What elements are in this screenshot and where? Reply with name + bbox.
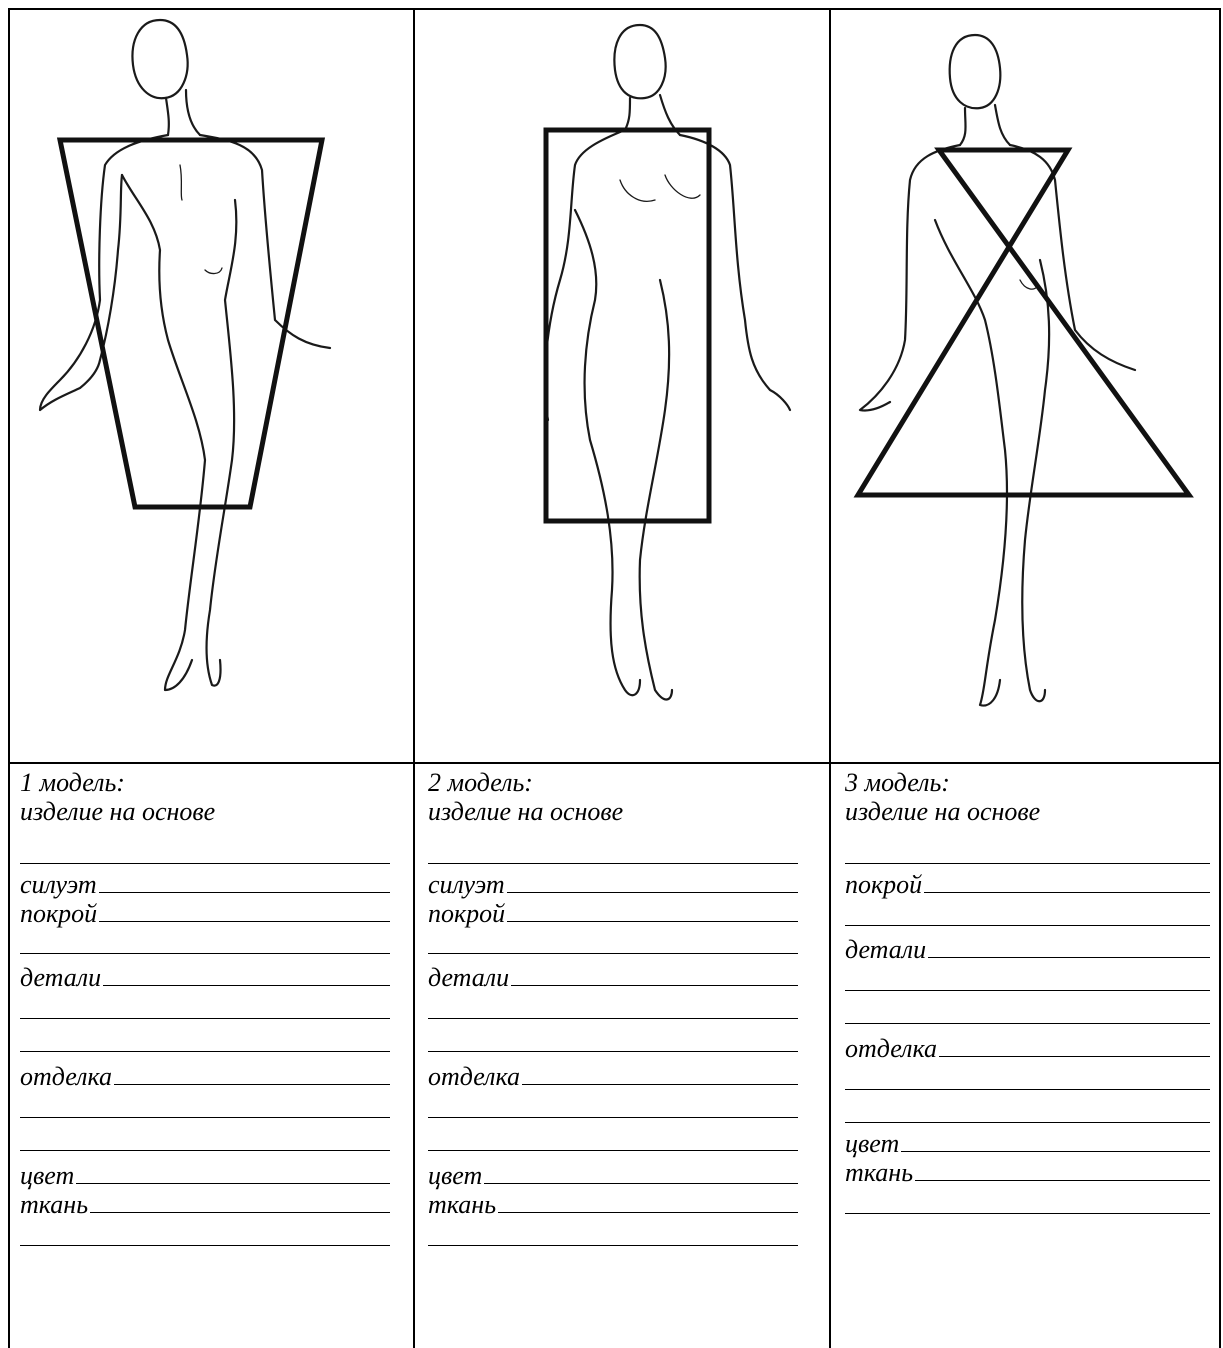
figure-1-illustration: [10, 10, 413, 762]
model-3-field[interactable]: [845, 826, 1210, 870]
model-2-field-color[interactable]: цвет: [428, 1157, 798, 1190]
model-2-card: 2 модель: изделие на основе силуэт покро…: [428, 768, 798, 1252]
model-2-subtitle: изделие на основе: [428, 797, 798, 826]
model-2-field[interactable]: [428, 1124, 798, 1157]
model-3-field[interactable]: [845, 964, 1210, 997]
model-1-title: 1 модель:: [20, 768, 390, 797]
model-2-field-finishing[interactable]: отделка: [428, 1058, 798, 1091]
silhouette-trapezoid-shape: [60, 140, 322, 507]
model-2-field[interactable]: [428, 1025, 798, 1058]
model-2-field[interactable]: [428, 826, 798, 870]
model-3-field[interactable]: [845, 997, 1210, 1030]
model-1-field-finishing[interactable]: отделка: [20, 1058, 390, 1091]
model-1-card: 1 модель: изделие на основе силуэт покро…: [20, 768, 390, 1252]
model-3-field-cut[interactable]: покрой: [845, 870, 1210, 899]
model-1-subtitle: изделие на основе: [20, 797, 390, 826]
model-3-card: 3 модель: изделие на основе покрой детал…: [845, 768, 1210, 1220]
model-3-subtitle: изделие на основе: [845, 797, 1210, 826]
model-1-field[interactable]: [20, 1025, 390, 1058]
model-1-field[interactable]: [20, 1219, 390, 1252]
fashion-figure-3: [860, 35, 1135, 706]
model-3-field-finishing[interactable]: отделка: [845, 1030, 1210, 1063]
model-3-field[interactable]: [845, 1063, 1210, 1096]
figure-3-illustration: [831, 10, 1219, 762]
model-2-field-fabric[interactable]: ткань: [428, 1190, 798, 1219]
model-3-title: 3 модель:: [845, 768, 1210, 797]
model-1-field-color[interactable]: цвет: [20, 1157, 390, 1190]
model-1-field-fabric[interactable]: ткань: [20, 1190, 390, 1219]
model-1-field[interactable]: [20, 1124, 390, 1157]
model-3-field[interactable]: [845, 1096, 1210, 1129]
silhouette-rectangle-shape: [546, 130, 709, 521]
figure-2-illustration: [415, 10, 829, 762]
model-3-field-details[interactable]: детали: [845, 932, 1210, 964]
model-1-field[interactable]: [20, 1091, 390, 1124]
model-3-field[interactable]: [845, 1187, 1210, 1220]
model-1-field-details[interactable]: детали: [20, 960, 390, 992]
table-row-divider: [8, 762, 1221, 764]
fashion-figure-2: [545, 25, 790, 699]
table-border-right: [1219, 8, 1221, 1348]
model-2-field[interactable]: [428, 928, 798, 960]
model-2-title: 2 модель:: [428, 768, 798, 797]
model-1-field[interactable]: [20, 928, 390, 960]
model-3-field[interactable]: [845, 899, 1210, 932]
model-2-field-details[interactable]: детали: [428, 960, 798, 992]
model-2-field-cut[interactable]: покрой: [428, 899, 798, 928]
model-1-field-cut[interactable]: покрой: [20, 899, 390, 928]
model-2-field-silhouette[interactable]: силуэт: [428, 870, 798, 899]
fashion-figure-1: [40, 20, 330, 690]
model-2-field[interactable]: [428, 1219, 798, 1252]
model-2-field[interactable]: [428, 1091, 798, 1124]
model-1-field[interactable]: [20, 826, 390, 870]
model-1-field-silhouette[interactable]: силуэт: [20, 870, 390, 899]
model-1-field[interactable]: [20, 992, 390, 1025]
model-2-field[interactable]: [428, 992, 798, 1025]
model-3-field-color[interactable]: цвет: [845, 1129, 1210, 1158]
model-3-field-fabric[interactable]: ткань: [845, 1158, 1210, 1187]
